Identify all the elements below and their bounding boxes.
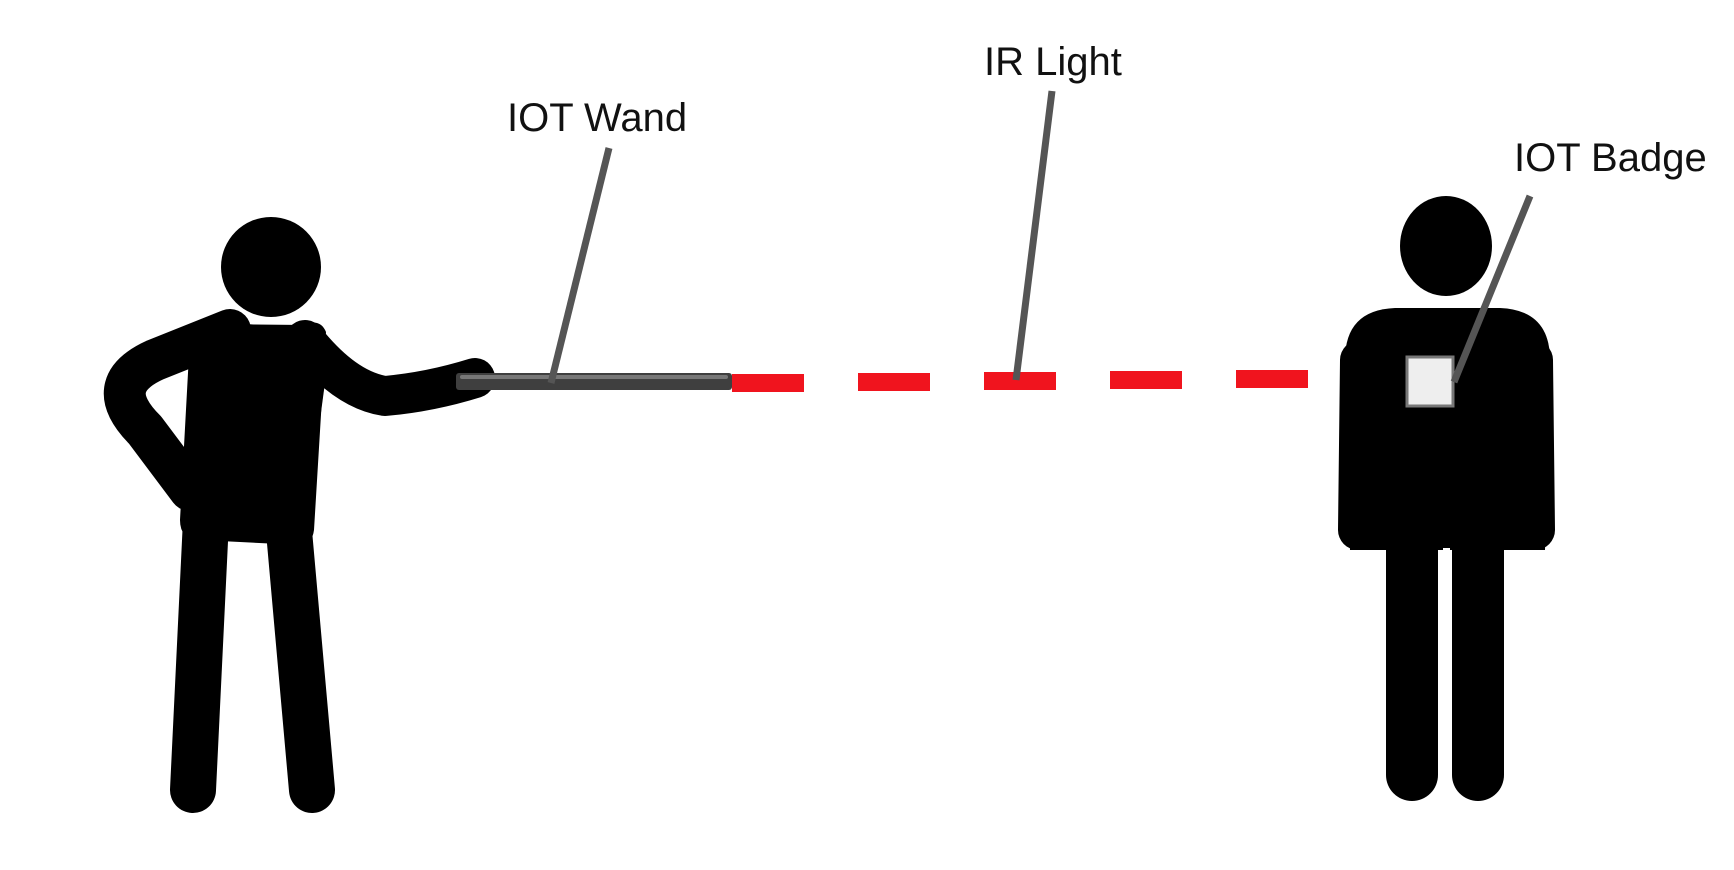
person-standing-icon	[1338, 196, 1555, 801]
ir-dash	[1236, 370, 1308, 388]
presenter-right-leg	[265, 497, 335, 813]
presenter-pointing-arm	[285, 320, 495, 416]
receiver-torso	[1345, 308, 1550, 550]
presenter-hip-arm	[103, 309, 251, 511]
iot-wand-label: IOT Wand	[507, 96, 688, 140]
ir-light-leader-line	[1012, 90, 1056, 381]
receiver-leg-gap	[1443, 548, 1450, 788]
iot-badge-label: IOT Badge	[1514, 136, 1707, 180]
badge-leader-line	[1450, 194, 1534, 384]
ir-dash	[732, 374, 804, 392]
ir-light-label: IR Light	[984, 40, 1122, 84]
iot-wand-highlight	[460, 375, 728, 379]
person-pointing-icon	[103, 217, 495, 813]
ir-dash	[984, 372, 1056, 390]
presenter-head	[221, 217, 321, 317]
ir-dash	[858, 373, 930, 391]
presenter-left-leg	[170, 497, 229, 813]
receiver-right-arm	[1513, 340, 1555, 550]
iot-badge	[1405, 355, 1455, 408]
receiver-head	[1400, 196, 1492, 296]
ir-dash	[1110, 371, 1182, 389]
receiver-left-arm	[1338, 340, 1380, 550]
ir-light-beam	[732, 370, 1432, 392]
wand-leader-line	[547, 147, 613, 384]
